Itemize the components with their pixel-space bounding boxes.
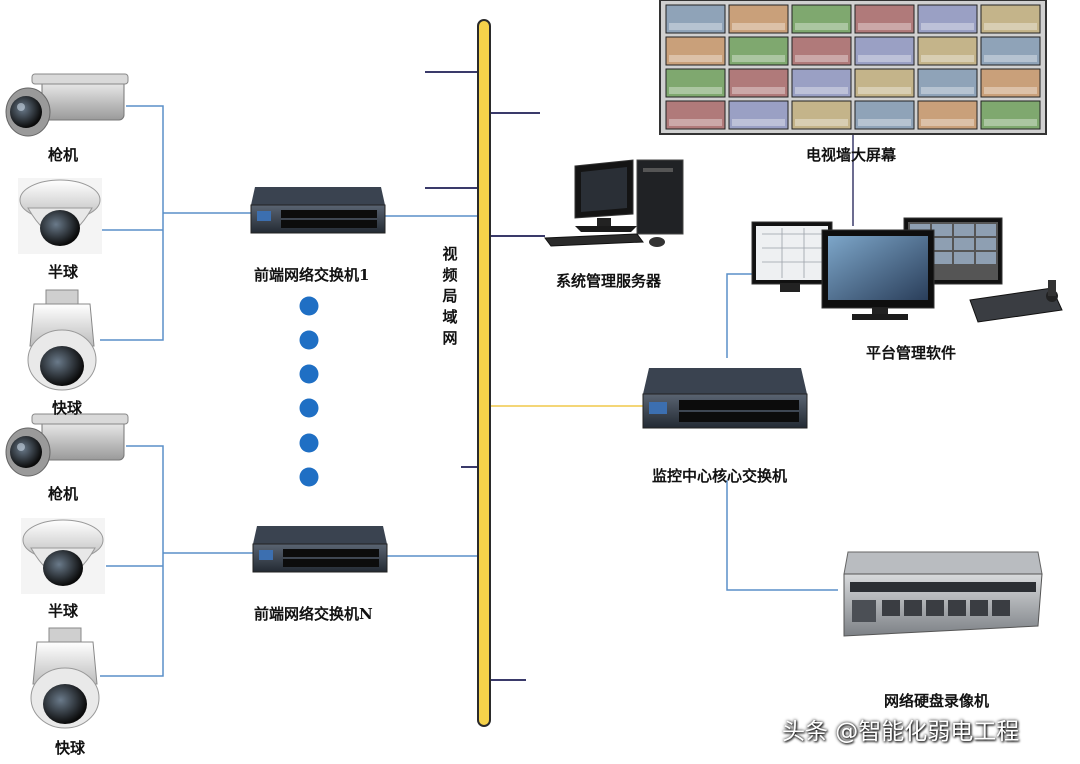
video-wall-tile (728, 100, 789, 130)
speed-dome-icon (27, 289, 97, 391)
video-wall-tile-shade (795, 87, 848, 94)
camera-links-group-1 (100, 105, 478, 341)
video-wall-tile-shade (732, 119, 785, 126)
video-wall-tile (917, 36, 978, 66)
video-wall-tile (791, 68, 852, 98)
video-wall-tile (791, 4, 852, 34)
video-wall-tile-shade (858, 119, 911, 126)
video-wall-tile (980, 4, 1041, 34)
video-wall-tile-shade (984, 119, 1037, 126)
video-wall-tile-shade (921, 23, 974, 30)
video-wall-tile-shade (669, 23, 722, 30)
video-wall-tile (980, 36, 1041, 66)
network-switch-icon (250, 187, 386, 234)
video-wall-tile (665, 68, 726, 98)
edge-switch-n-label: 前端网络交换机N (254, 605, 373, 623)
video-wall-tile-shade (984, 87, 1037, 94)
dome-camera-icon (18, 178, 102, 254)
video-wall-tile-shade (921, 55, 974, 62)
bullet-camera-label: 枪机 (48, 485, 79, 503)
video-wall-tile-shade (858, 23, 911, 30)
video-wall-tile (854, 68, 915, 98)
video-wall-tile (665, 36, 726, 66)
camera-links-group-n (100, 445, 478, 677)
dome-camera-icon (21, 518, 105, 594)
video-wall-tile (854, 4, 915, 34)
video-wall-tile (917, 68, 978, 98)
video-wall-tile-shade (669, 55, 722, 62)
speed-dome-icon (30, 627, 100, 729)
core-switch-label: 监控中心核心交换机 (652, 467, 788, 485)
video-wall-tile-shade (858, 87, 911, 94)
video-wall-tile-shade (921, 87, 974, 94)
nvr-recorder-icon (843, 551, 1043, 637)
video-wall-tile (854, 100, 915, 130)
network-switch-icon (252, 526, 388, 573)
dome-camera-label: 半球 (48, 602, 79, 620)
video-lan-label: 视频局域网 (442, 245, 458, 347)
video-wall-tile-shade (795, 23, 848, 30)
video-wall-tile-shade (795, 119, 848, 126)
speed-dome-label: 快球 (52, 399, 83, 417)
bullet-camera-label: 枪机 (48, 146, 79, 164)
video-wall-tile (728, 68, 789, 98)
video-wall-icon (659, 0, 1047, 135)
dome-camera-label: 半球 (48, 263, 79, 281)
watermark: 头条 @智能化弱电工程 (782, 719, 1020, 745)
video-wall-tile (980, 100, 1041, 130)
server-computer-icon (544, 159, 684, 247)
video-wall-label: 电视墙大屏幕 (806, 146, 897, 164)
platform-workstation-icon (751, 217, 1063, 323)
video-wall-tile (665, 100, 726, 130)
video-wall-tile-shade (984, 55, 1037, 62)
core-links (490, 132, 854, 591)
video-wall-tile (665, 4, 726, 34)
bullet-camera-icon (5, 413, 129, 477)
video-wall-tile (728, 36, 789, 66)
video-wall-tile-shade (984, 23, 1037, 30)
video-wall-tile-shade (732, 23, 785, 30)
video-wall-tile-shade (921, 119, 974, 126)
video-wall-tile (854, 36, 915, 66)
speed-dome-label: 快球 (55, 739, 86, 757)
video-wall-tile-shade (795, 55, 848, 62)
video-wall-tile-shade (732, 87, 785, 94)
continuation-dots (299, 296, 319, 487)
nvr-label: 网络硬盘录像机 (884, 692, 990, 710)
video-wall-tile (917, 4, 978, 34)
bullet-camera-icon (5, 73, 129, 137)
video-wall-tile (980, 68, 1041, 98)
platform-software-label: 平台管理软件 (866, 344, 957, 362)
video-wall-tile-shade (669, 119, 722, 126)
video-wall-tile (917, 100, 978, 130)
core-switch-icon (642, 368, 808, 429)
video-wall-tile-shade (669, 87, 722, 94)
video-lan-bus (477, 19, 491, 727)
server-label: 系统管理服务器 (556, 272, 662, 290)
video-wall-tile-shade (732, 55, 785, 62)
video-wall-tile (728, 4, 789, 34)
edge-switch-1-label: 前端网络交换机1 (254, 266, 370, 284)
video-wall-tile (791, 100, 852, 130)
video-wall-tile (791, 36, 852, 66)
video-wall-tile-shade (858, 55, 911, 62)
bus-taps (425, 71, 545, 681)
